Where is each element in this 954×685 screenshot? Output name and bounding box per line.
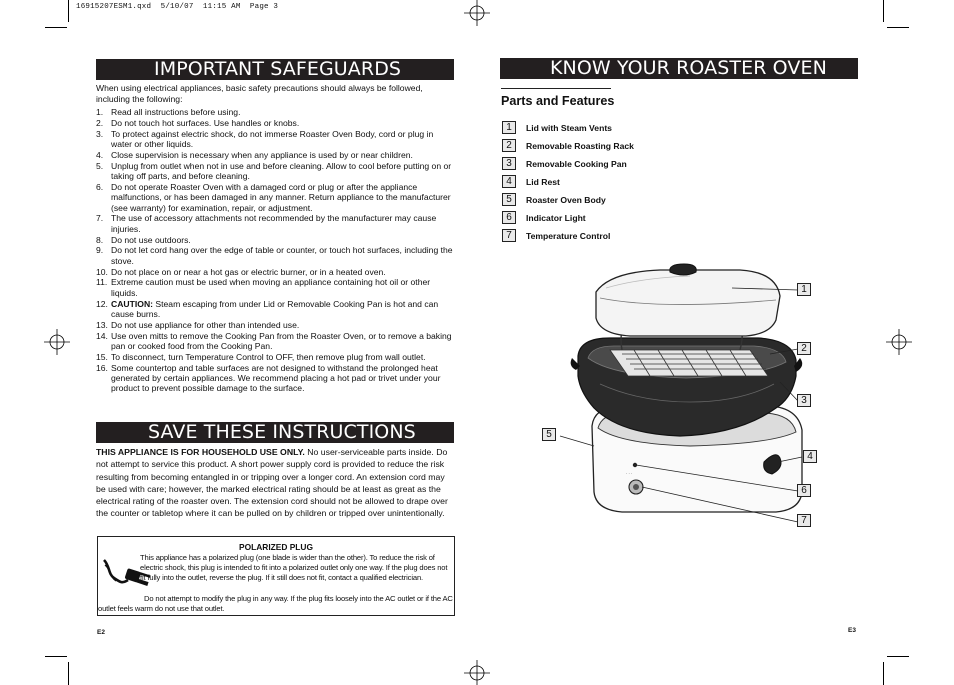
callout-pan: 3 [797, 394, 811, 407]
list-item: 9.Do not let cord hang over the edge of … [96, 245, 453, 266]
callout-indicator: 6 [797, 484, 811, 497]
roaster-oven-illustration: · · · [559, 263, 803, 523]
polarized-plug-warning: Do not attempt to modify the plug in any… [98, 594, 453, 614]
list-item: 1.Read all instructions before using. [96, 107, 241, 117]
page-number-left: E2 [97, 629, 105, 636]
list-item: 3.To protect against electric shock, do … [96, 128, 434, 149]
registration-mark-icon [464, 660, 490, 685]
list-item: 4.Close supervision is necessary when an… [96, 149, 413, 160]
save-instructions-banner: SAVE THESE INSTRUCTIONS [96, 422, 454, 443]
callout-lid: 1 [797, 283, 811, 296]
polarized-plug-title: POLARIZED PLUG [239, 542, 313, 552]
list-item: 14.Use oven mitts to remove the Cooking … [96, 330, 452, 352]
safeguards-banner: IMPORTANT SAFEGUARDS [96, 59, 454, 80]
callout-lid-rest: 4 [803, 450, 817, 463]
list-item: 15.To disconnect, turn Temperature Contr… [96, 351, 426, 362]
file-header: 16915207ESM1.qxd 5/10/07 11:15 AM Page 3 [76, 3, 279, 11]
list-item: 7.The use of accessory attachments not r… [96, 213, 437, 234]
list-item: 5.Unplug from outlet when not in use and… [96, 160, 452, 181]
registration-mark-icon [44, 329, 70, 355]
caution-label: CAUTION: [111, 298, 154, 309]
registration-mark-icon [886, 329, 912, 355]
list-item: 10.Do not place on or near a hot gas or … [96, 266, 386, 277]
callout-body: 5 [542, 428, 556, 441]
list-item: 6.Do not operate Roaster Oven with a dam… [96, 181, 451, 213]
list-item: 8.Do not use outdoors. [96, 234, 191, 245]
callout-temperature: 7 [797, 514, 811, 527]
safeguards-list: 1.Read all instructions before using. 2.… [96, 107, 456, 394]
roaster-oven-banner: KNOW YOUR ROASTER OVEN [500, 58, 858, 79]
registration-mark-icon [464, 0, 490, 26]
list-item: 12.CAUTION: Steam escaping from under Li… [96, 298, 439, 320]
leader-lines [559, 287, 803, 523]
household-use-paragraph: THIS APPLIANCE IS FOR HOUSEHOLD USE ONLY… [96, 447, 448, 519]
list-item: 11.Extreme caution must be used when mov… [96, 277, 431, 298]
list-item: 16.Some countertop and table surfaces ar… [96, 362, 441, 394]
parts-features-title: Parts and Features [501, 94, 615, 108]
safeguards-intro: When using electrical appliances, basic … [96, 83, 423, 104]
callout-rack: 2 [797, 342, 811, 355]
svg-text:· · ·: · · · [626, 471, 632, 476]
list-item: 13.Do not use appliance for other than i… [96, 319, 300, 330]
polarized-plug-text: This appliance has a polarized plug (one… [140, 553, 448, 583]
lid [595, 263, 781, 337]
page-number-right: E3 [848, 627, 856, 634]
polarized-plug-box: POLARIZED PLUG This appliance has a pola… [97, 536, 455, 616]
polarized-plug-icon [103, 559, 151, 586]
section-rule [501, 88, 611, 89]
list-item: 2.Do not touch hot surfaces. Use handles… [96, 117, 300, 128]
